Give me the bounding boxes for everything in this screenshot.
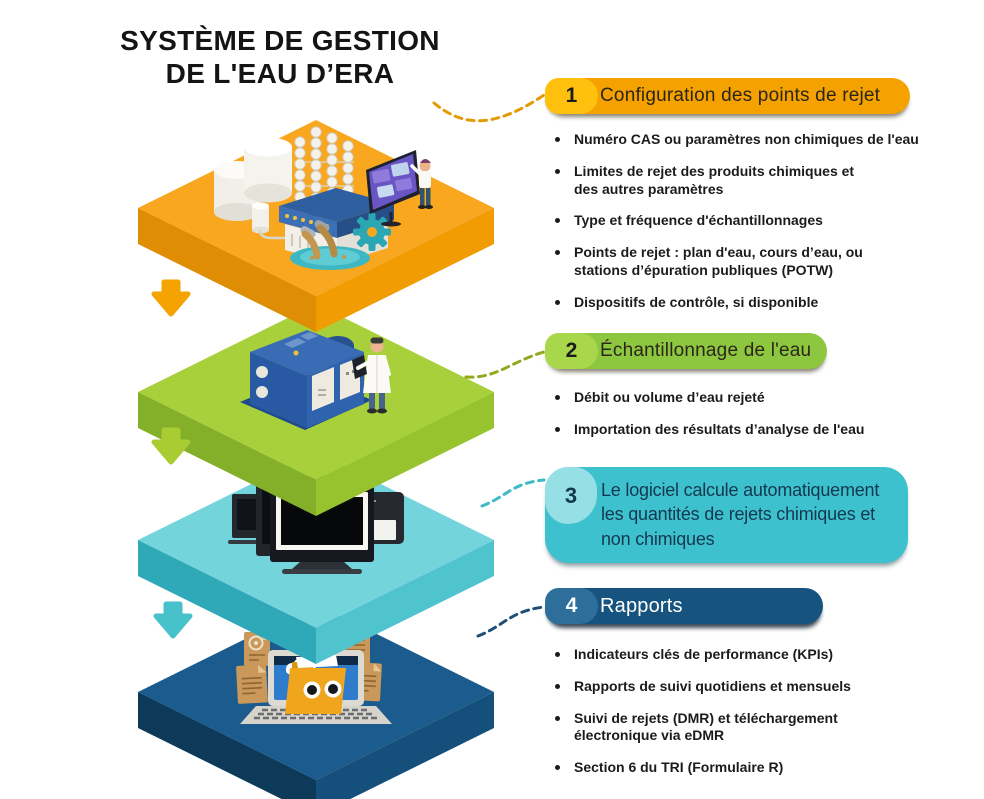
connector-4 [476, 605, 546, 638]
storage-tanks-icon [214, 137, 292, 240]
platform-2-sampling [138, 304, 494, 516]
connector-3 [480, 478, 546, 508]
section-2-water-sampling: 2 Échantillonnage de l'eau Débit ou volu… [545, 333, 945, 453]
analyst-icon [410, 159, 433, 209]
page-title: SYSTÈME DE GESTION DE L'EAU D’ERA [120, 25, 440, 90]
connector-1 [432, 93, 546, 123]
down-arrow-1 [151, 279, 191, 317]
folder-icon [285, 655, 346, 714]
bullet-icon [555, 426, 560, 432]
down-arrow-2 [151, 427, 191, 465]
bullet-icon [555, 168, 560, 174]
list-item: Dispositifs de contrôle, si disponible [545, 294, 945, 312]
list-item: Numéro CAS ou paramètres non chimiques d… [545, 131, 945, 149]
list-item: Suivi de rejets (DMR) et téléchargement … [545, 710, 945, 746]
list-item: Points de rejet : plan d'eau, cours d’ea… [545, 244, 945, 280]
section-3-number: 3 [564, 482, 578, 508]
list-item: Type et fréquence d'échantillonnages [545, 212, 945, 230]
bullet-icon [555, 765, 560, 771]
list-item: Importation des résultats d’analyse de l… [545, 421, 945, 439]
section-3-text: Le logiciel calcule automatiquement les … [601, 480, 880, 549]
section-3-number-badge: 3 [545, 467, 597, 524]
connectors [432, 93, 546, 638]
document-icon [236, 664, 268, 704]
section-4-reports: 4 Rapports Indicateurs clés de performan… [545, 588, 945, 791]
bullet-icon [555, 137, 560, 142]
water-discharge-icon [290, 220, 370, 270]
list-item: Indicateurs clés de performance (KPIs) [545, 646, 945, 664]
section-2-title: Échantillonnage de l'eau [600, 340, 812, 361]
sampling-machine-icon [240, 330, 372, 430]
gear-icon [353, 213, 391, 251]
bullet-icon [555, 250, 560, 256]
section-4-title: Rapports [600, 594, 683, 617]
connector-2 [464, 350, 546, 379]
list-item: Section 6 du TRI (Formulaire R) [545, 759, 945, 777]
section-4-number-badge: 4 [545, 588, 598, 624]
section-1-number-badge: 1 [545, 78, 598, 114]
scientist-icon [352, 337, 391, 414]
bullet-icon [555, 715, 560, 721]
platform-1-factory [138, 120, 494, 332]
list-item: Limites de rejet des produits chimiques … [545, 163, 945, 199]
section-3-auto-calculation: 3 Le logiciel calcule automatiquement le… [545, 467, 945, 563]
down-arrow-3 [153, 601, 193, 639]
list-item: Débit ou volume d’eau rejeté [545, 389, 945, 407]
section-1-number: 1 [565, 84, 578, 107]
section-2-header: 2 Échantillonnage de l'eau [545, 333, 827, 369]
section-4-bullet-list: Indicateurs clés de performance (KPIs) R… [545, 646, 945, 777]
section-1-discharge-points: 1 Configuration des points de rejet Numé… [545, 78, 945, 325]
section-1-title: Configuration des points de rejet [600, 85, 881, 106]
bullet-icon [555, 652, 560, 657]
section-4-number: 4 [565, 594, 578, 617]
bullet-icon [555, 299, 560, 305]
section-4-header: 4 Rapports [545, 588, 823, 624]
section-2-bullet-list: Débit ou volume d’eau rejeté Importation… [545, 389, 945, 439]
section-1-header: 1 Configuration des points de rejet [545, 78, 910, 114]
bullet-icon [555, 218, 560, 224]
dashboard-screen-icon [366, 150, 420, 227]
section-1-bullet-list: Numéro CAS ou paramètres non chimiques d… [545, 131, 945, 311]
list-item: Rapports de suivi quotidiens et mensuels [545, 678, 945, 696]
bullet-icon [555, 395, 560, 400]
bullet-icon [555, 683, 560, 689]
section-2-number-badge: 2 [545, 333, 598, 369]
section-3-callout: 3 Le logiciel calcule automatiquement le… [545, 467, 908, 563]
section-2-number: 2 [565, 339, 578, 362]
